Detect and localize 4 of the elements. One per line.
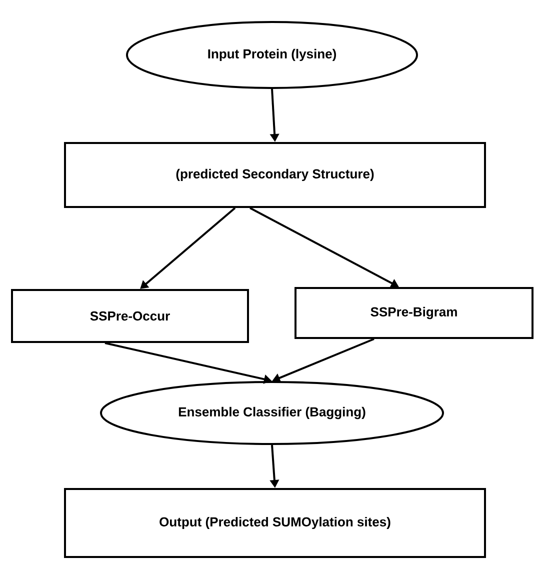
process-box: SSPre-Bigram xyxy=(294,287,534,339)
process-box: SSPre-Occur xyxy=(11,289,249,343)
process-box: Output (Predicted SUMOylation sites) xyxy=(64,488,486,558)
process-box: (predicted Secondary Structure) xyxy=(64,142,486,208)
